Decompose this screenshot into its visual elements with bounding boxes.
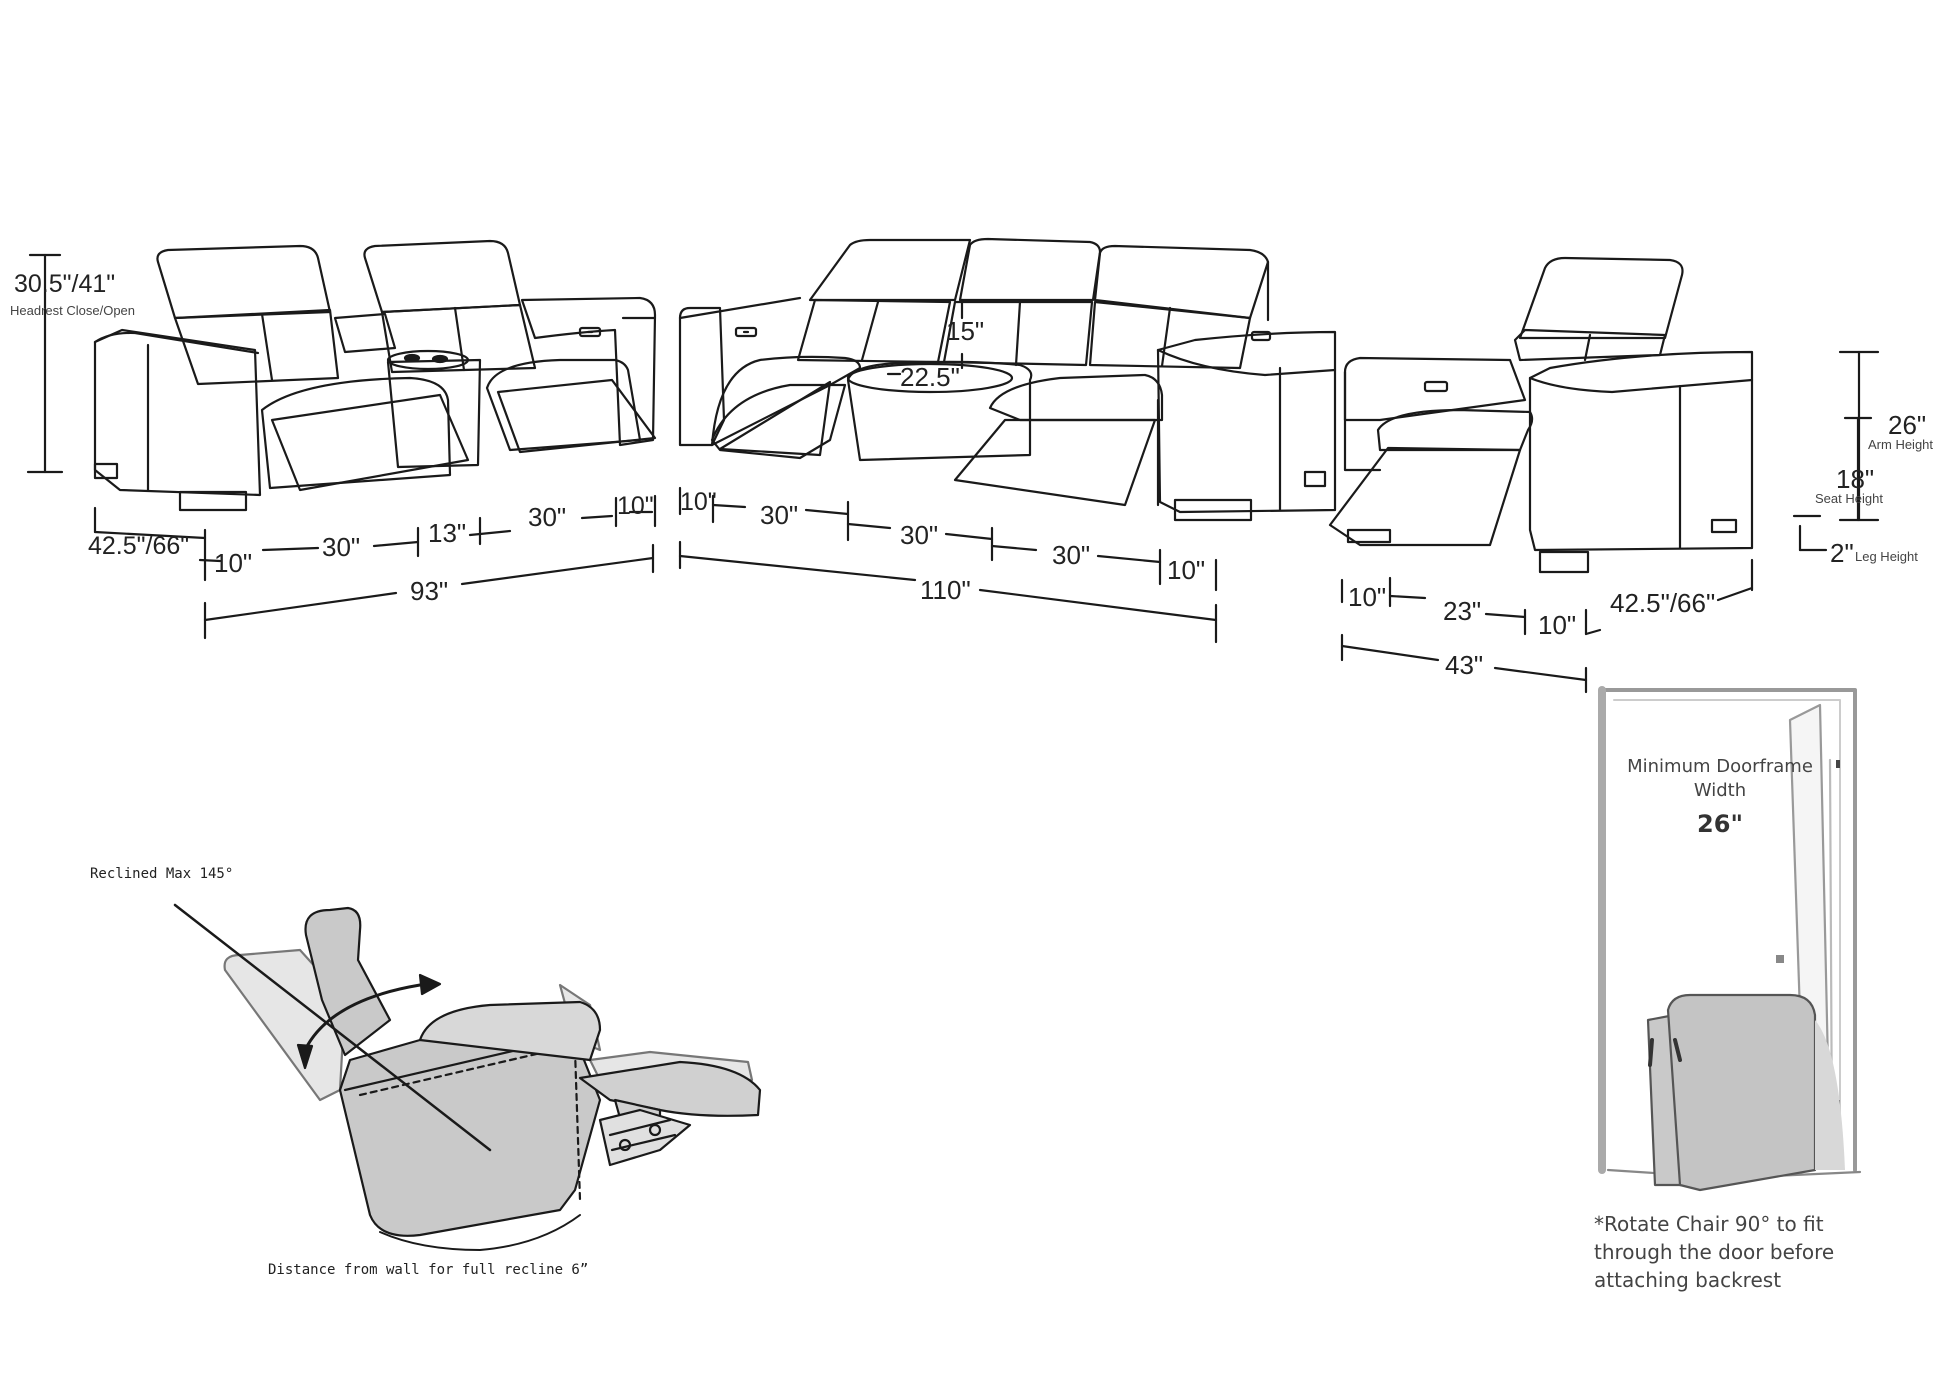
chair-seat-label: 23" [1443, 596, 1482, 626]
loveseat-depth-label: 42.5"/66" [88, 532, 190, 560]
sofa-arm-right-label: 10" [1167, 555, 1206, 585]
sofa-seat-depth-label: 15" [946, 316, 985, 346]
doorframe-title-line1: Minimum Doorframe [1627, 756, 1813, 777]
sofa-dimensions [678, 298, 1218, 644]
chair-total-label: 43" [1445, 650, 1484, 680]
doorframe-note-line1: *Rotate Chair 90° to fit [1594, 1212, 1824, 1236]
sofa-seat-1-label: 30" [760, 500, 799, 530]
chair-arm-height-label: 26" [1888, 410, 1927, 440]
loveseat-seat-right-label: 30" [528, 502, 567, 532]
sofa-seat-3-label: 30" [1052, 540, 1091, 570]
chair-depth-label: 42.5"/66" [1610, 588, 1716, 618]
doorframe-width-value: 26" [1697, 810, 1743, 838]
loveseat-dimensions [93, 494, 657, 640]
recline-illustration [173, 903, 762, 1251]
recline-max-label: Reclined Max 145° [90, 866, 234, 882]
chair-arm-left-label: 10" [1348, 582, 1387, 612]
doorframe-note-line2: through the door before [1594, 1240, 1835, 1264]
doorframe-note-line3: attaching backrest [1594, 1268, 1782, 1292]
recline-wall-distance-label: Distance from wall for full recline 6” [268, 1262, 589, 1278]
sofa-seat-2-label: 30" [900, 520, 939, 550]
loveseat-seat-left-label: 30" [322, 532, 361, 562]
chair-arm-height-caption: Arm Height [1868, 437, 1934, 452]
loveseat-arm-right-label: 10" [617, 492, 654, 520]
loveseat-drawing [26, 239, 657, 512]
chair-arm-right-label: 10" [1538, 610, 1577, 640]
loveseat-arm-left-label: 10" [214, 548, 253, 578]
chair-dimensions [1340, 558, 1754, 694]
sofa-seat-width-label: 22.5" [900, 362, 960, 392]
doorframe-illustration [1598, 686, 1862, 1192]
loveseat-console-label: 13" [428, 518, 467, 548]
chair-seat-height-caption: Seat Height [1815, 491, 1883, 506]
chair-seat-height-label: 18" [1836, 464, 1875, 494]
chair-leg-height-label: 2" [1830, 538, 1854, 568]
doorframe-title-line2: Width [1693, 780, 1747, 801]
chair-drawing [1328, 256, 1880, 574]
loveseat-height-caption: Headrest Close/Open [10, 303, 136, 318]
sofa-drawing [678, 237, 1337, 522]
loveseat-height-label: 30.5"/41" [14, 270, 116, 298]
sofa-total-label: 110" [920, 575, 971, 605]
loveseat-total-label: 93" [410, 576, 449, 606]
chair-leg-height-caption: Leg Height [1855, 549, 1918, 564]
sofa-arm-left-label: 10" [680, 488, 717, 516]
